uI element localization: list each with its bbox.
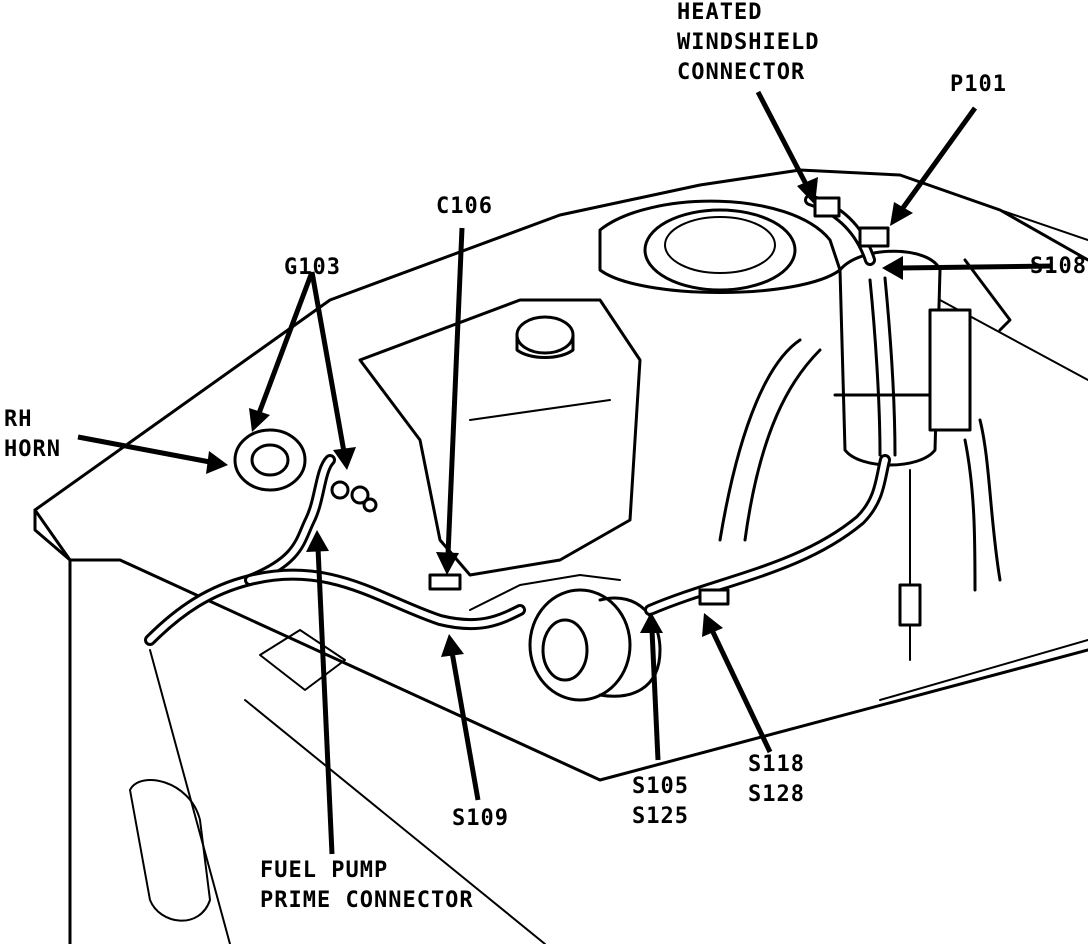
label-line: S125 [632,804,689,829]
canister [833,249,972,467]
arrow-fuel-pump [315,547,335,855]
horn-assembly [233,428,378,513]
label-line: HEATED [677,0,763,25]
label-line: S118 [748,752,805,777]
alternator [469,574,662,702]
wiring-harness [144,194,891,646]
label-line: S108 [1030,254,1087,279]
label-s108: S108 [1030,252,1087,282]
coolant-reservoir [358,298,642,577]
label-line: RH [4,407,33,432]
arrow-g103-a [255,271,315,417]
strut-tower [598,199,842,294]
label-fuel-pump-prime-connector: FUEL PUMP PRIME CONNECTOR [260,856,474,916]
label-rh-horn: RH HORN [4,405,61,465]
label-c106: C106 [436,192,493,222]
label-line: G103 [284,255,341,280]
arrow-s108 [899,263,1053,271]
arrow-s118 [709,628,773,754]
label-line: HORN [4,437,61,462]
label-s105-s125: S105 S125 [632,772,689,832]
label-p101: P101 [950,70,1007,100]
leader-arrows [77,90,1053,855]
arrow-c106 [445,227,465,556]
label-line: C106 [436,194,493,219]
label-line: FUEL PUMP [260,858,389,883]
arrow-s105 [649,629,661,761]
arrow-rh-horn [77,434,211,465]
hoses [718,258,1012,661]
label-line: WINDSHIELD [677,30,820,55]
label-s118-s128: S118 S128 [748,750,805,810]
label-heated-windshield-connector: HEATED WINDSHIELD CONNECTOR [677,0,819,88]
label-line: S109 [452,806,509,831]
label-line: S105 [632,774,689,799]
arrow-p101 [897,106,978,214]
arrow-heated-windshield [755,90,811,190]
label-line: S128 [748,782,805,807]
label-line: P101 [950,72,1007,97]
label-line: PRIME CONNECTOR [260,888,474,913]
arrow-g103-b [309,271,347,453]
label-line: CONNECTOR [677,60,806,85]
label-s109: S109 [452,804,509,834]
label-g103: G103 [284,253,341,283]
arrow-s109 [449,651,481,801]
